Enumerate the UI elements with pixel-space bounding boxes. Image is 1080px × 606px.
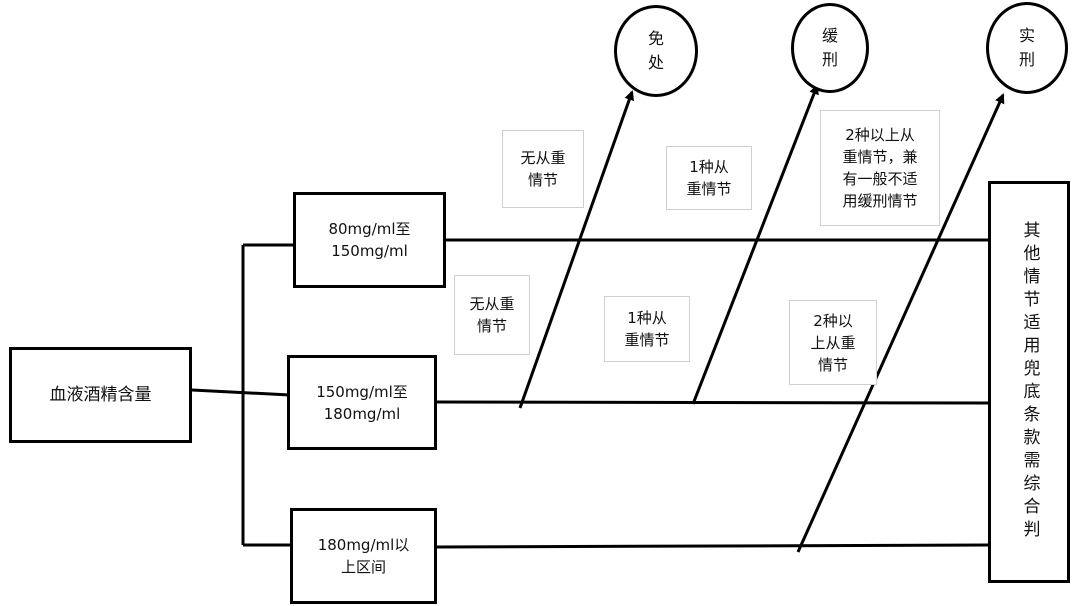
arrow-to-probation <box>691 84 819 405</box>
note-no-aggravating-lower: 无从重 情节 <box>454 275 530 355</box>
range-line-3 <box>436 543 991 549</box>
outcome-imprisonment-circle: 实 刑 <box>986 2 1068 94</box>
note-one-aggravating-upper: 1种从 重情节 <box>666 146 752 210</box>
arrow-to-imprisonment <box>796 93 1005 553</box>
arrow-to-exempt <box>518 90 635 409</box>
outcome-probation-circle: 缓 刑 <box>791 3 869 93</box>
note-two-plus-aggravating-upper: 2种以上从 重情节，兼 有一般不适 用缓刑情节 <box>820 110 940 226</box>
other-circumstances-box: 其他情节适用兜底条款需综合判 <box>988 181 1070 583</box>
other-circumstances-text: 其他情节适用兜底条款需综合判 <box>1019 221 1040 543</box>
range-box-180-plus: 180mg/ml以 上区间 <box>290 508 437 604</box>
range-box-150-180: 150mg/ml至 180mg/ml <box>287 355 437 450</box>
blood-alcohol-box: 血液酒精含量 <box>9 347 192 443</box>
note-no-aggravating-upper: 无从重 情节 <box>502 130 584 208</box>
note-one-aggravating-lower: 1种从 重情节 <box>604 296 690 362</box>
source-connector <box>191 388 291 397</box>
outcome-exempt-circle: 免 处 <box>614 5 698 97</box>
note-two-plus-aggravating-lower: 2种以 上从重 情节 <box>789 300 877 385</box>
range-box-80-150: 80mg/ml至 150mg/ml <box>293 192 446 288</box>
range-line-2 <box>436 400 991 405</box>
